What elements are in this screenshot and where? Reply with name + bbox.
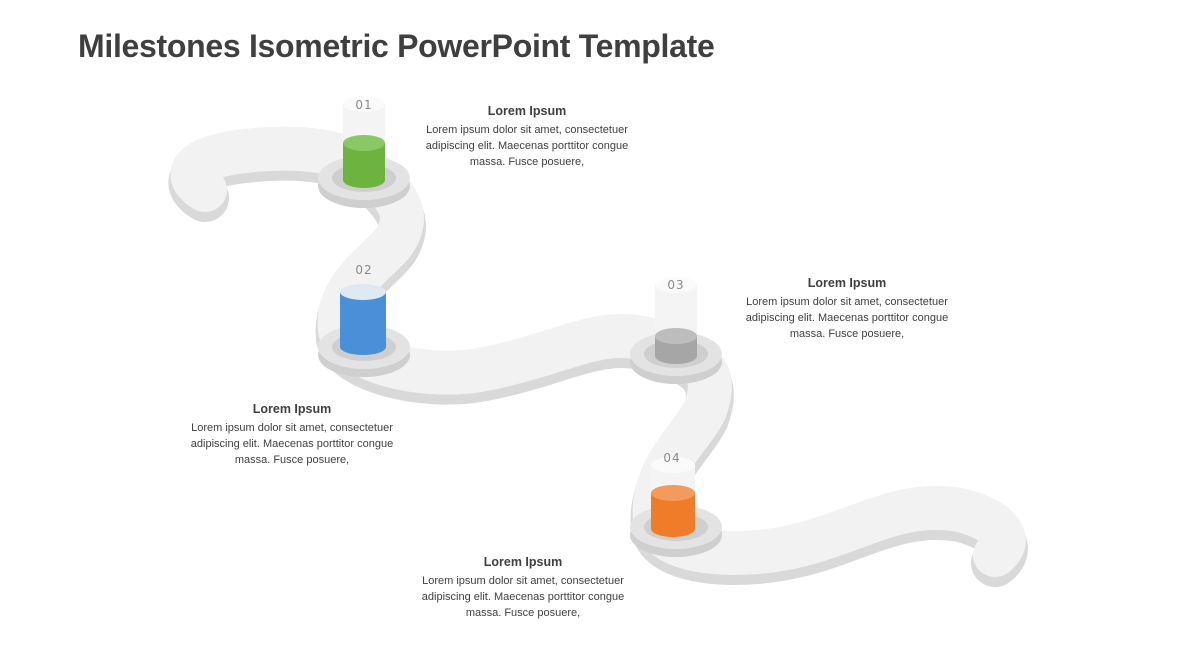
milestone-number-02: 02: [355, 263, 372, 277]
milestone-body-01: Lorem ipsum dolor sit amet, consectetuer…: [425, 124, 629, 168]
milestone-number-03: 03: [667, 278, 684, 292]
milestone-text-03: Lorem Ipsum Lorem ipsum dolor sit amet, …: [727, 276, 967, 342]
page-title: Milestones Isometric PowerPoint Template: [78, 28, 715, 64]
milestone-text-01: Lorem Ipsum Lorem ipsum dolor sit amet, …: [407, 104, 647, 170]
milestone-body-04: Lorem ipsum dolor sit amet, consectetuer…: [421, 575, 625, 619]
milestone-heading-03: Lorem Ipsum: [807, 276, 887, 290]
milestone-marker-03: 03: [630, 277, 722, 384]
milestone-number-04: 04: [663, 451, 680, 465]
milestone-body-03: Lorem ipsum dolor sit amet, consectetuer…: [745, 296, 949, 340]
milestone-marker-04: 04: [630, 451, 722, 557]
milestone-heading-01: Lorem Ipsum: [487, 104, 567, 118]
milestone-marker-01: 01: [318, 96, 410, 208]
road-top: [170, 126, 1026, 577]
milestone-heading-02: Lorem Ipsum: [252, 402, 332, 416]
milestone-marker-02: 02: [318, 263, 410, 377]
milestone-text-02: Lorem Ipsum Lorem ipsum dolor sit amet, …: [172, 402, 412, 468]
milestone-number-01: 01: [355, 98, 372, 112]
milestone-body-02: Lorem ipsum dolor sit amet, consectetuer…: [190, 422, 394, 466]
milestone-heading-04: Lorem Ipsum: [483, 555, 563, 569]
milestone-text-04: Lorem Ipsum Lorem ipsum dolor sit amet, …: [403, 555, 643, 621]
